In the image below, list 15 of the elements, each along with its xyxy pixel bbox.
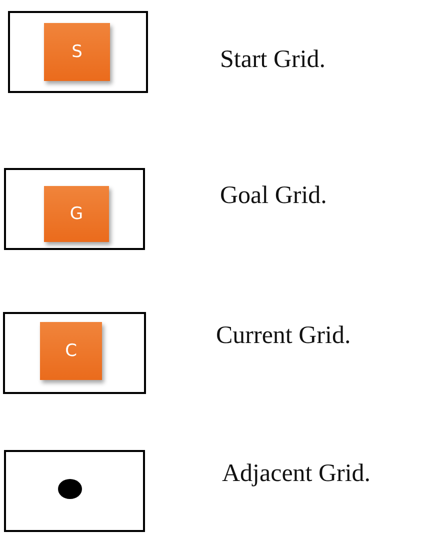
legend-text: Start Grid.: [220, 46, 326, 74]
grid-cell-box: [4, 450, 145, 532]
legend-text: Adjacent Grid.: [222, 460, 371, 488]
legend-text: Goal Grid.: [220, 182, 327, 210]
grid-cell-box: [8, 11, 148, 93]
grid-cell-box: [3, 312, 146, 394]
grid-tile: [44, 186, 109, 242]
grid-cell-box: [4, 168, 145, 250]
legend-text: Current Grid.: [216, 322, 351, 350]
grid-tile: [40, 322, 102, 380]
dot-marker: [58, 479, 82, 499]
tile-letter: G: [70, 204, 84, 224]
grid-tile: [44, 23, 110, 81]
tile-letter: C: [65, 341, 77, 361]
tile-letter: S: [72, 42, 82, 62]
